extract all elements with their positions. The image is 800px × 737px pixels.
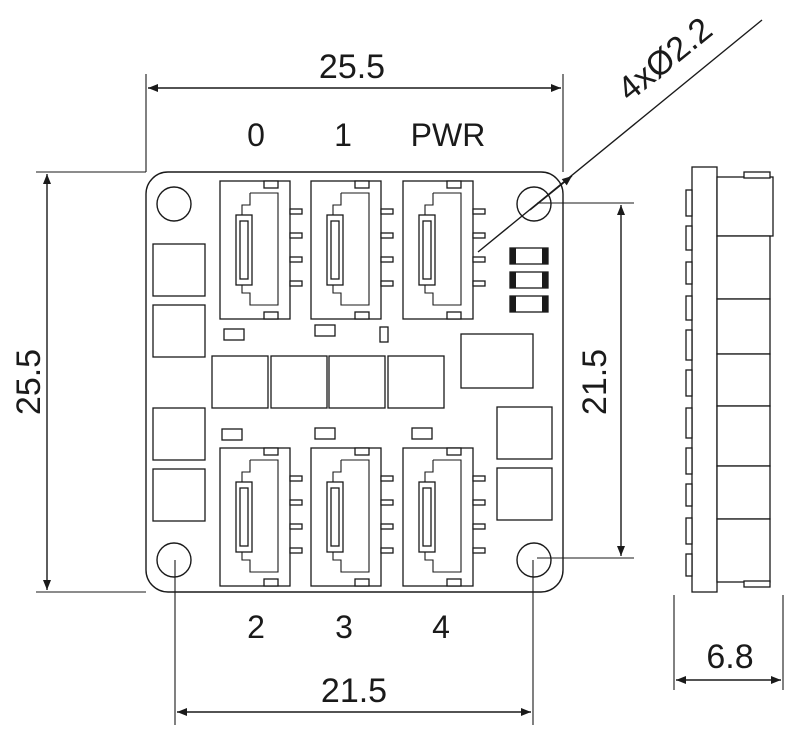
right-hole-spacing-label: 21.5 (576, 349, 614, 415)
side-view-latch-bottom (743, 580, 771, 588)
mounting-hole-bottom-right (516, 542, 552, 578)
port-label-pwr: PWR (411, 117, 486, 153)
side-view-part-1 (685, 189, 693, 217)
top-width-dimension: 25.5 (145, 48, 564, 172)
pad-left-1 (152, 243, 206, 297)
pad-right-2 (496, 467, 553, 521)
connectors (219, 180, 486, 587)
side-view-part-8 (685, 447, 693, 475)
pad-right-large (460, 333, 534, 389)
side-view-part-10 (685, 517, 693, 545)
connector-pwr (402, 180, 486, 320)
connector-0 (219, 180, 303, 320)
side-view-housing-2 (716, 235, 771, 300)
port-label-1: 1 (334, 117, 352, 153)
side-view-part-3 (685, 261, 693, 285)
mounting-holes (156, 186, 552, 578)
port-label-0: 0 (247, 117, 265, 153)
side-thickness-label: 6.8 (706, 638, 753, 676)
port-label-3: 3 (335, 609, 353, 645)
connector-1 (310, 180, 394, 320)
board-components (152, 243, 553, 522)
port-label-4: 4 (432, 609, 450, 645)
side-view-housing-7 (716, 518, 771, 583)
smd-resistor-1 (509, 247, 549, 265)
side-view-part-6 (685, 369, 693, 397)
connector-3 (310, 447, 394, 587)
mounting-hole-bottom-left (156, 542, 192, 578)
pad-left-2 (152, 304, 206, 358)
pad-left-4 (152, 468, 206, 522)
side-view-housing-6 (716, 465, 771, 520)
mounting-hole-top-left (156, 186, 192, 222)
pad-middle-4 (387, 355, 445, 409)
side-view-housing-1 (716, 176, 774, 237)
board-outline (145, 171, 564, 593)
pad-right-1 (496, 406, 553, 460)
side-view-part-11 (685, 553, 693, 577)
smd-part-4 (221, 428, 243, 441)
pad-middle-1 (211, 355, 269, 409)
side-view-part-7 (685, 407, 693, 439)
side-view-part-2 (685, 225, 693, 251)
smd-resistor-2 (509, 271, 549, 289)
right-hole-spacing-dimension: 21.5 (537, 202, 634, 559)
side-view-housing-3 (716, 298, 771, 355)
side-thickness-dimension: 6.8 (673, 595, 784, 690)
smd-part-5 (314, 427, 336, 440)
connector-2 (219, 447, 303, 587)
side-view-latch-top (743, 171, 771, 179)
pad-middle-3 (328, 355, 386, 409)
side-view-part-9 (685, 483, 693, 507)
bottom-hole-spacing-dimension: 21.5 (174, 560, 534, 725)
side-view-pcb (691, 166, 718, 593)
left-height-label: 25.5 (10, 349, 48, 415)
port-labels-top: 0 1 PWR (247, 117, 485, 153)
left-height-dimension: 25.5 (10, 171, 146, 593)
pad-left-3 (152, 407, 206, 461)
side-view-part-5 (685, 329, 693, 361)
smd-part-3 (379, 326, 389, 343)
side-view-housing-4 (716, 353, 771, 407)
side-view-housing-5 (716, 405, 771, 467)
pad-middle-2 (270, 355, 328, 409)
smd-part-1 (223, 328, 245, 341)
side-view-part-4 (685, 295, 693, 321)
hole-callout-label: 4xØ2.2 (611, 10, 720, 109)
top-width-label: 25.5 (319, 48, 385, 86)
smd-resistor-3 (509, 295, 549, 313)
bottom-hole-spacing-label: 21.5 (321, 672, 387, 710)
port-label-2: 2 (247, 609, 265, 645)
smd-part-6 (411, 427, 433, 440)
connector-4 (402, 447, 486, 587)
mounting-hole-top-right (516, 186, 552, 222)
port-labels-bottom: 2 3 4 (247, 609, 450, 645)
smd-part-2 (314, 324, 336, 337)
side-view (685, 166, 774, 593)
